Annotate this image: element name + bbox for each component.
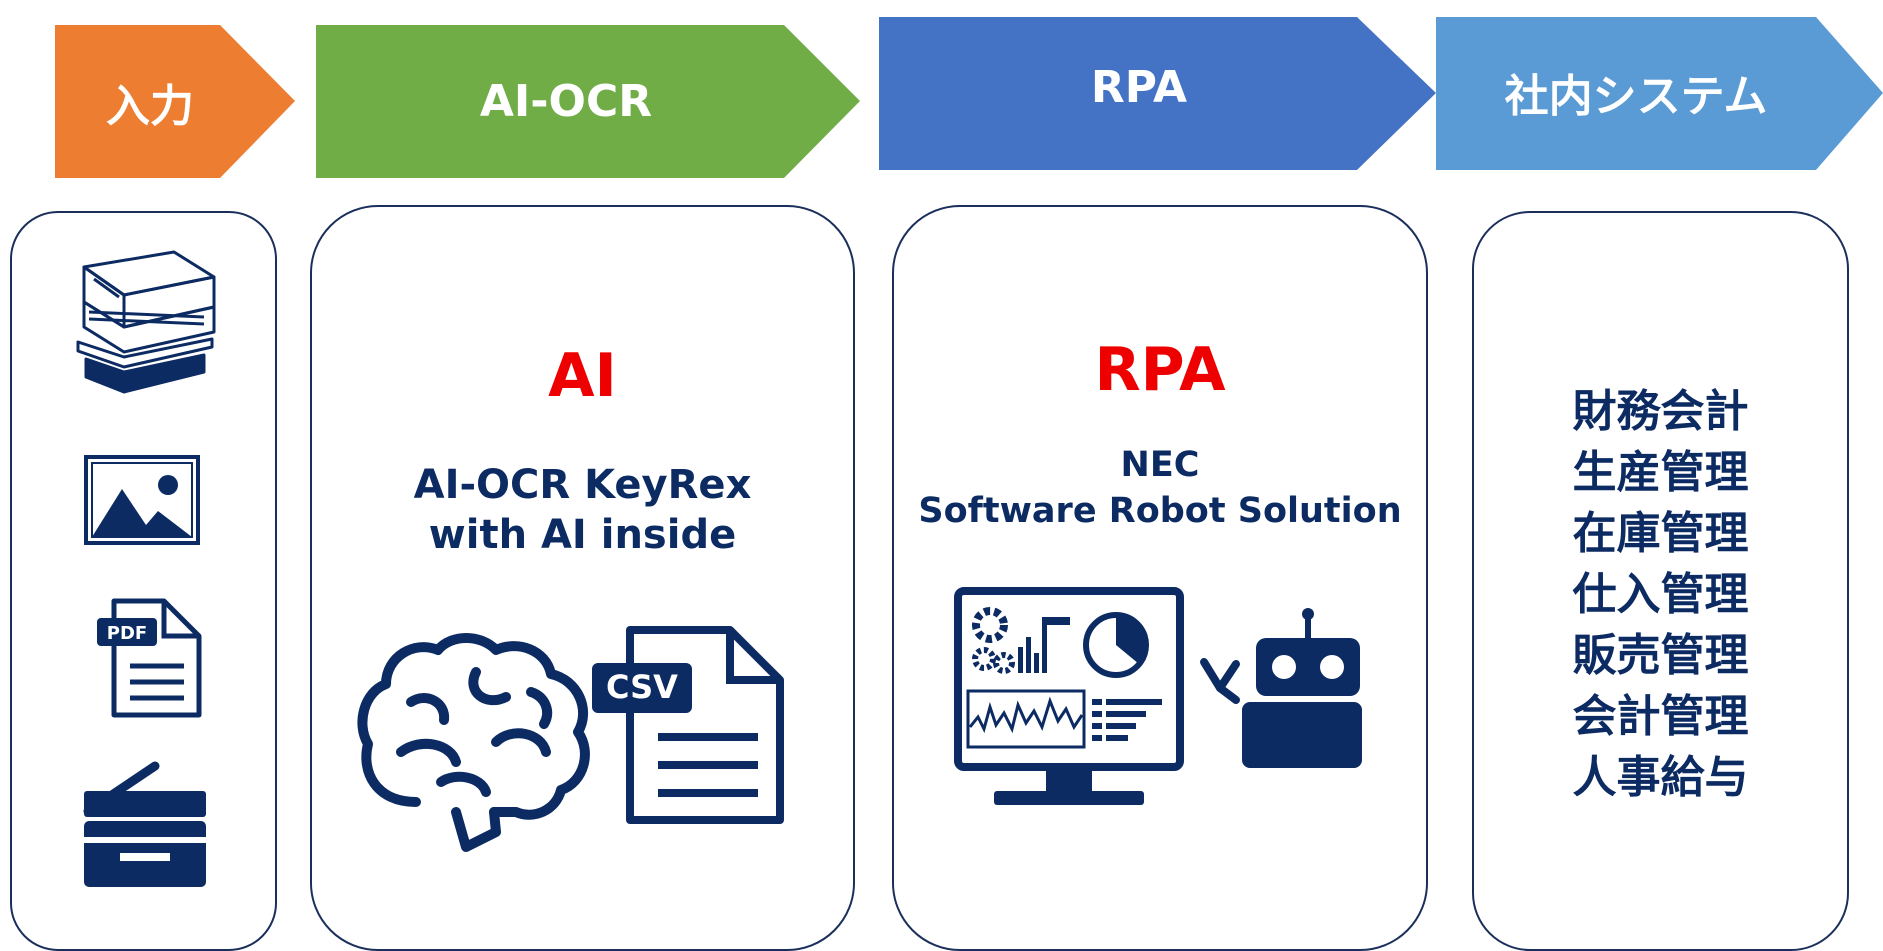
brain-icon	[357, 633, 590, 852]
pdf-file-icon: PDF	[97, 598, 202, 718]
stage-label-systems: 社内システム	[1504, 71, 1768, 122]
stage-arrow-input: 入力	[55, 25, 295, 178]
svg-text:PDF: PDF	[107, 623, 147, 644]
rpa-product-line2: Software Robot Solution	[918, 491, 1402, 531]
csv-file-icon	[592, 626, 784, 824]
system-item: 会計管理	[1572, 691, 1749, 742]
scanner-icon	[76, 250, 216, 394]
stage-arrow-systems: 社内システム	[1436, 17, 1883, 170]
rpa-panel: RPA NEC Software Robot Solution	[892, 205, 1428, 951]
stage-label-ai-ocr: AI-OCR	[479, 76, 653, 127]
system-item: 生産管理	[1572, 447, 1749, 498]
system-item: 財務会計	[1572, 386, 1749, 437]
arrow-shape	[316, 25, 860, 178]
system-list: 財務会計 生産管理 在庫管理 仕入管理 販売管理 会計管理 人事給与	[1474, 381, 1847, 808]
csv-label: CSV	[606, 668, 678, 706]
robot-icon	[1200, 608, 1362, 768]
stage-arrow-ai-ocr: AI-OCR	[316, 25, 860, 178]
ai-heading: AI	[548, 341, 617, 411]
systems-panel: 財務会計 生産管理 在庫管理 仕入管理 販売管理 会計管理 人事給与	[1472, 211, 1849, 951]
system-item: 在庫管理	[1572, 508, 1749, 559]
ai-ocr-product-line2: with AI inside	[428, 512, 737, 558]
dashboard-monitor-icon	[954, 587, 1184, 805]
system-item: 販売管理	[1572, 630, 1749, 681]
ai-ocr-product-line1: AI-OCR KeyRex	[413, 462, 752, 508]
arrow-shape	[879, 17, 1436, 170]
rpa-heading: RPA	[1094, 335, 1226, 405]
arrow-shape	[55, 25, 295, 178]
arrow-shape	[1436, 17, 1883, 170]
stage-label-rpa: RPA	[1090, 61, 1188, 113]
rpa-product-line1: NEC	[1120, 445, 1200, 485]
stage-arrow-rpa: RPA	[879, 17, 1436, 170]
system-item: 人事給与	[1572, 752, 1749, 803]
stage-label-input: 入力	[106, 80, 194, 132]
system-item: 仕入管理	[1572, 569, 1749, 620]
multifunction-printer-icon	[83, 761, 206, 887]
image-icon	[84, 455, 200, 545]
ai-ocr-panel: AI AI-OCR KeyRex with AI inside CSV	[310, 205, 855, 951]
input-panel: PDF	[10, 211, 277, 951]
